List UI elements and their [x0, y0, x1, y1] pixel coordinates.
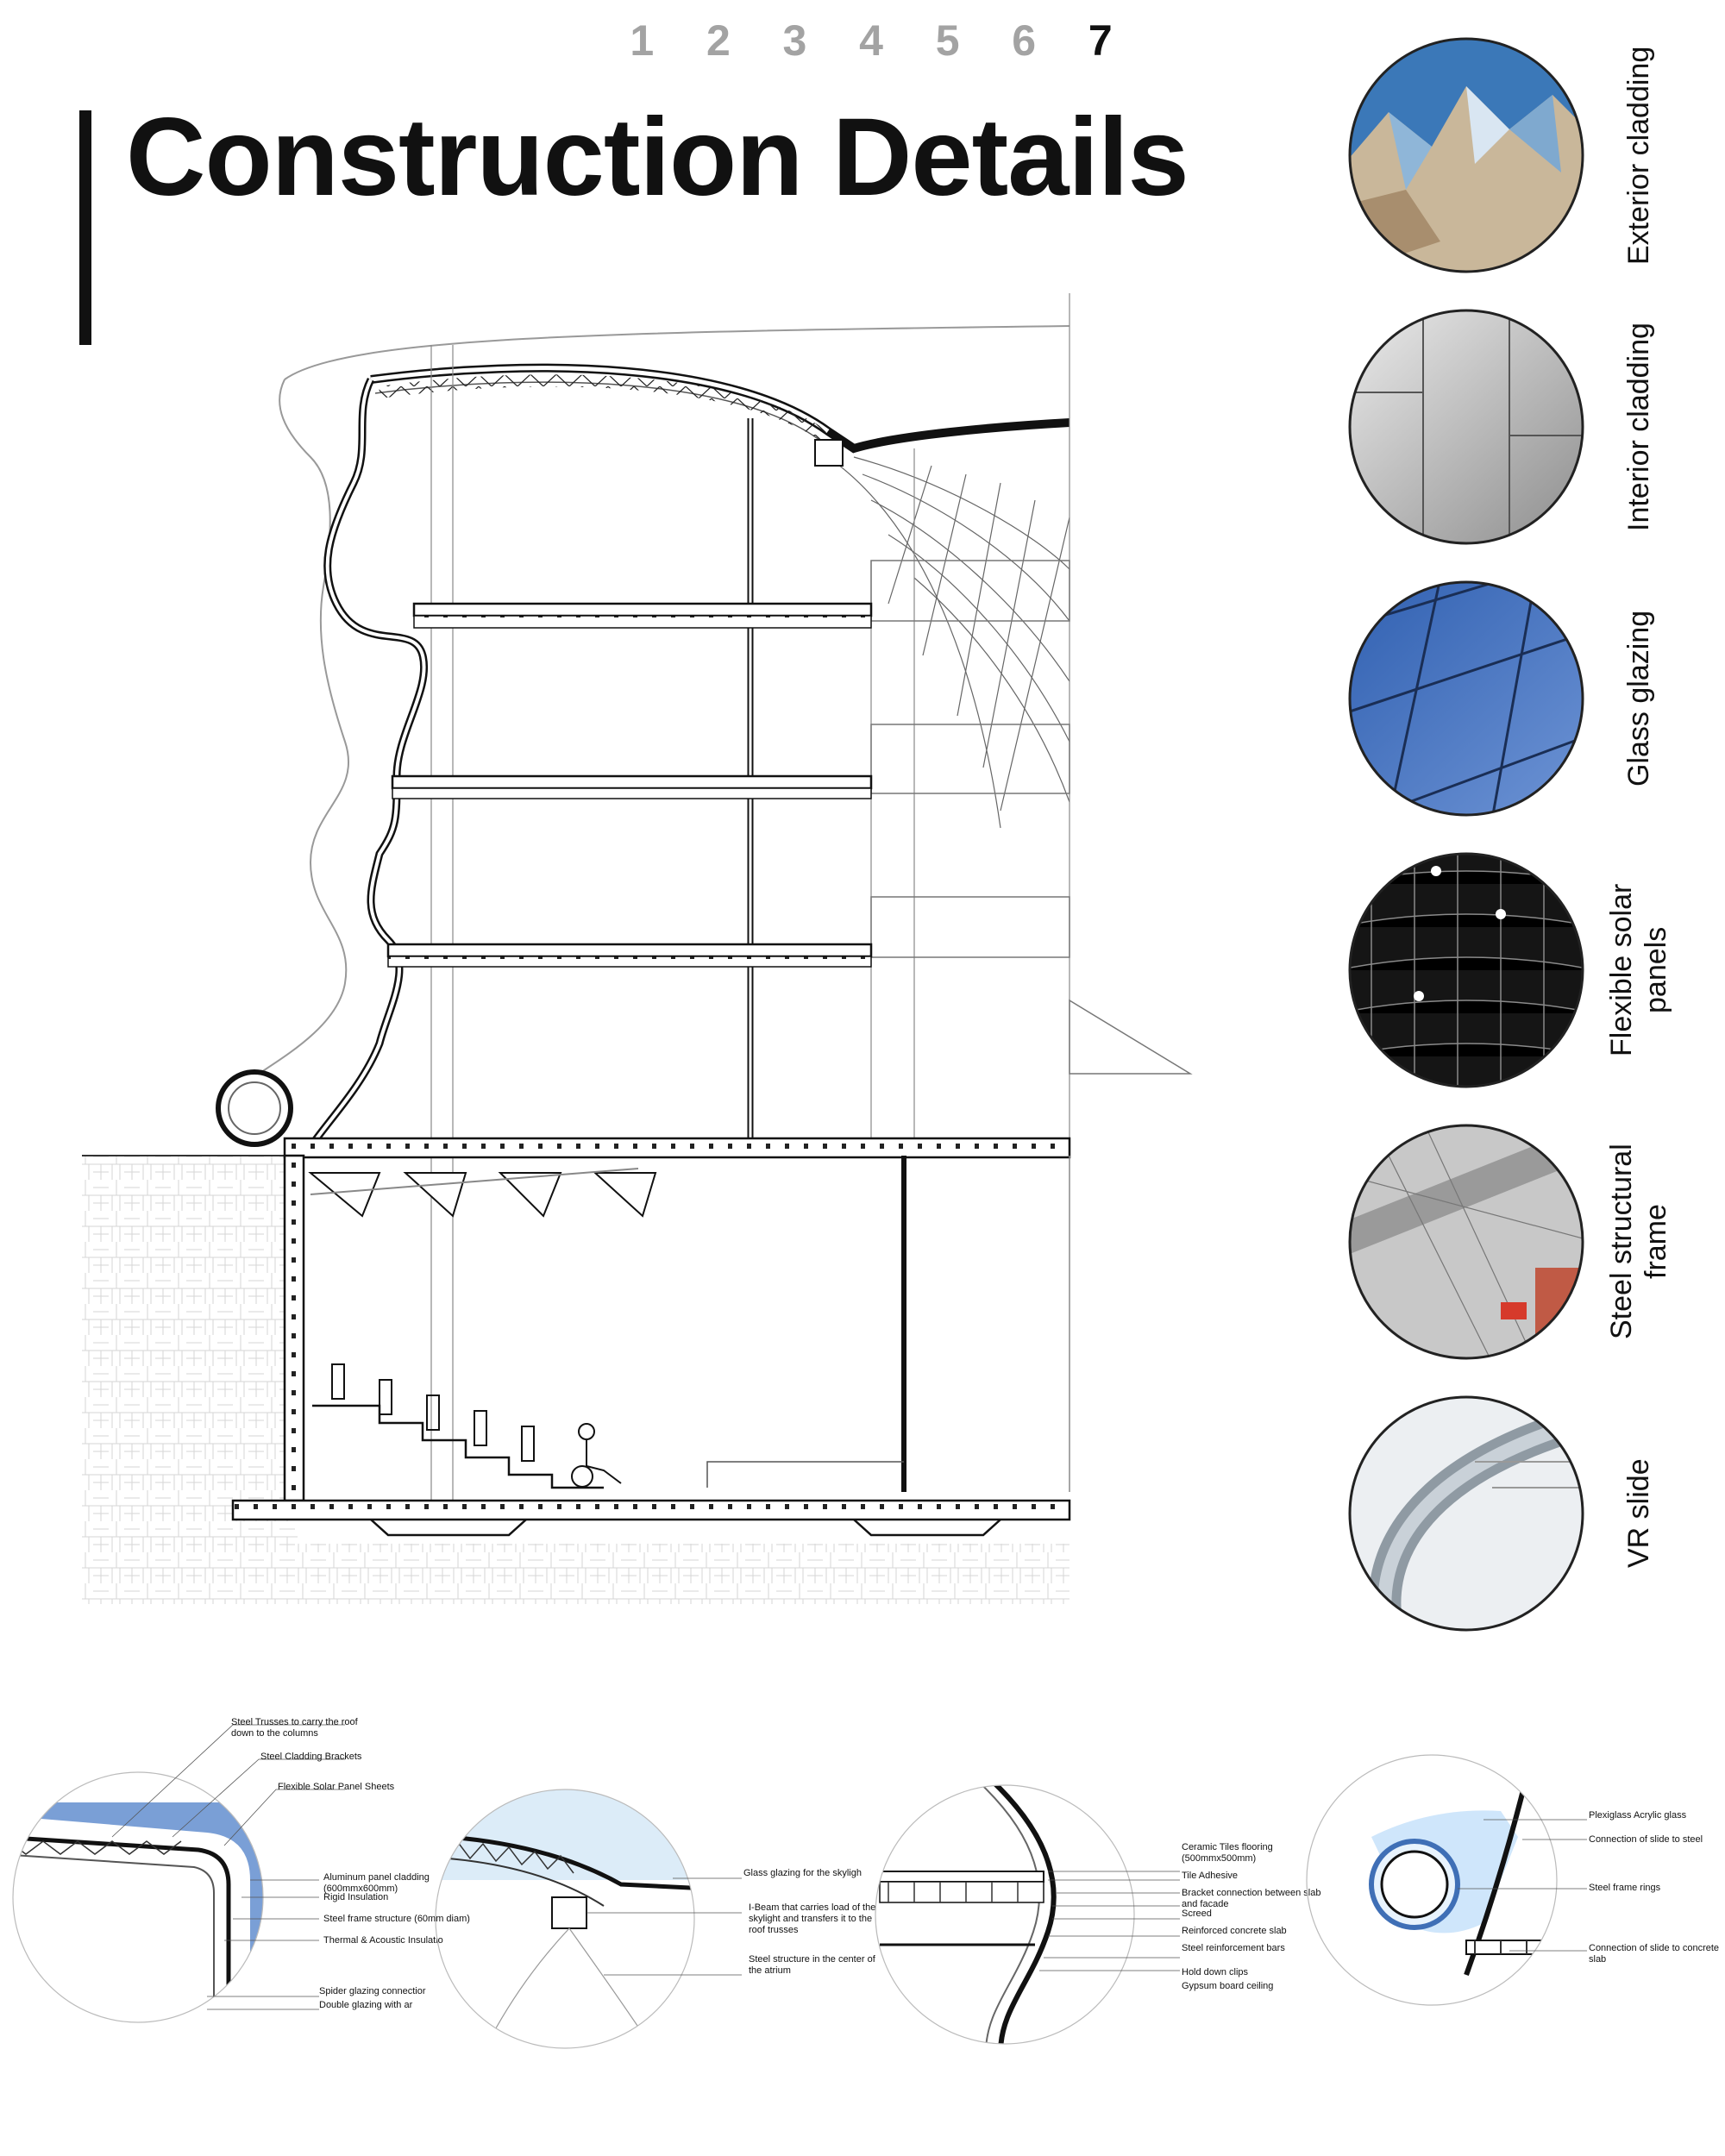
foundation-slab	[231, 1499, 1071, 1521]
glass-glazing-photo	[1348, 580, 1584, 817]
callout-aluminum-panel: Aluminum panel cladding(600mmx600mm)	[323, 1872, 430, 1894]
steel-frame-photo	[1348, 1124, 1584, 1360]
stepped-seating	[312, 1363, 904, 1489]
callout-plexiglass: Plexiglass Acrylic glass	[1589, 1810, 1687, 1821]
floor-slabs	[283, 602, 1071, 1159]
page-6-link[interactable]: 6	[1012, 16, 1037, 65]
solar-panel-photo	[1348, 852, 1584, 1088]
detail-slide: Plexiglass Acrylic glass Connection of s…	[1306, 1754, 1719, 2006]
callout-gypsum-ceiling: Gypsum board ceiling	[1182, 1981, 1273, 1991]
material-flexible-solar-panels: Flexible solar panels	[1337, 849, 1682, 1091]
page-5-link[interactable]: 5	[935, 16, 960, 65]
callout-steel-frame: Steel frame structure (60mm diam)	[323, 1914, 470, 1924]
page-7-link[interactable]: 7	[1088, 16, 1113, 65]
vr-slide-photo	[1348, 1395, 1584, 1632]
callout-tile-adhesive: Tile Adhesive	[1182, 1871, 1238, 1881]
ground-left	[82, 1156, 298, 1604]
exterior-cladding-photo	[1348, 37, 1584, 273]
facade-outer-line	[241, 379, 350, 1087]
callout-ceramic-tiles: Ceramic Tiles flooring(500mmx500mm)	[1182, 1842, 1273, 1864]
page-navigation: 1 2 3 4 5 6 7	[604, 16, 1138, 67]
callout-solar-sheets: Flexible Solar Panel Sheets	[278, 1782, 395, 1792]
callout-reinforcement-bars: Steel reinforcement bars	[1182, 1943, 1285, 1953]
page-4-link[interactable]: 4	[859, 16, 883, 65]
callout-skylight-glass: Glass glazing for the skyligh	[743, 1868, 862, 1878]
vr-slide-section	[216, 1069, 293, 1147]
page-3-link[interactable]: 3	[782, 16, 807, 65]
atrium-skylight-grid	[827, 456, 1070, 829]
callout-hold-down-clips: Hold down clips	[1182, 1967, 1249, 1977]
callout-cladding-brackets: Steel Cladding Brackets	[260, 1752, 362, 1762]
page-title: Construction Details	[126, 96, 1189, 219]
callout-steel-rings: Steel frame rings	[1589, 1883, 1661, 1893]
callout-spider-glazing: Spider glazing connectior	[319, 1986, 426, 1996]
material-vr-slide: VR slide	[1337, 1393, 1682, 1634]
page-2-link[interactable]: 2	[706, 16, 731, 65]
ground-bottom	[216, 1544, 1070, 1604]
detail-skylight: Glass glazing for the skyligh I-Beam tha…	[435, 1789, 876, 2049]
callout-connection-steel: Connection of slide to steel	[1589, 1834, 1703, 1845]
ceiling-baffles	[308, 1168, 657, 1218]
callout-concrete-slab: Reinforced concrete slab	[1182, 1926, 1287, 1936]
callout-rigid-insulation: Rigid Insulation	[323, 1892, 388, 1902]
detail-slab-facade: Ceramic Tiles flooring(500mmx500mm) Tile…	[875, 1784, 1320, 2045]
callout-double-glazing: Double glazing with ar	[319, 2000, 413, 2010]
page-1-link[interactable]: 1	[630, 16, 655, 65]
title-accent-bar	[79, 110, 91, 345]
interior-cladding-photo	[1348, 309, 1584, 545]
material-glass-glazing: Glass glazing	[1337, 578, 1682, 819]
material-exterior-cladding: Exterior cladding	[1337, 34, 1682, 276]
callout-screed: Screed	[1182, 1908, 1212, 1919]
material-interior-cladding: Interior cladding	[1337, 306, 1682, 548]
callout-thermal-insulation: Thermal & Acoustic Insulatio	[323, 1935, 443, 1946]
material-steel-structural-frame: Steel structural frame	[1337, 1121, 1682, 1363]
